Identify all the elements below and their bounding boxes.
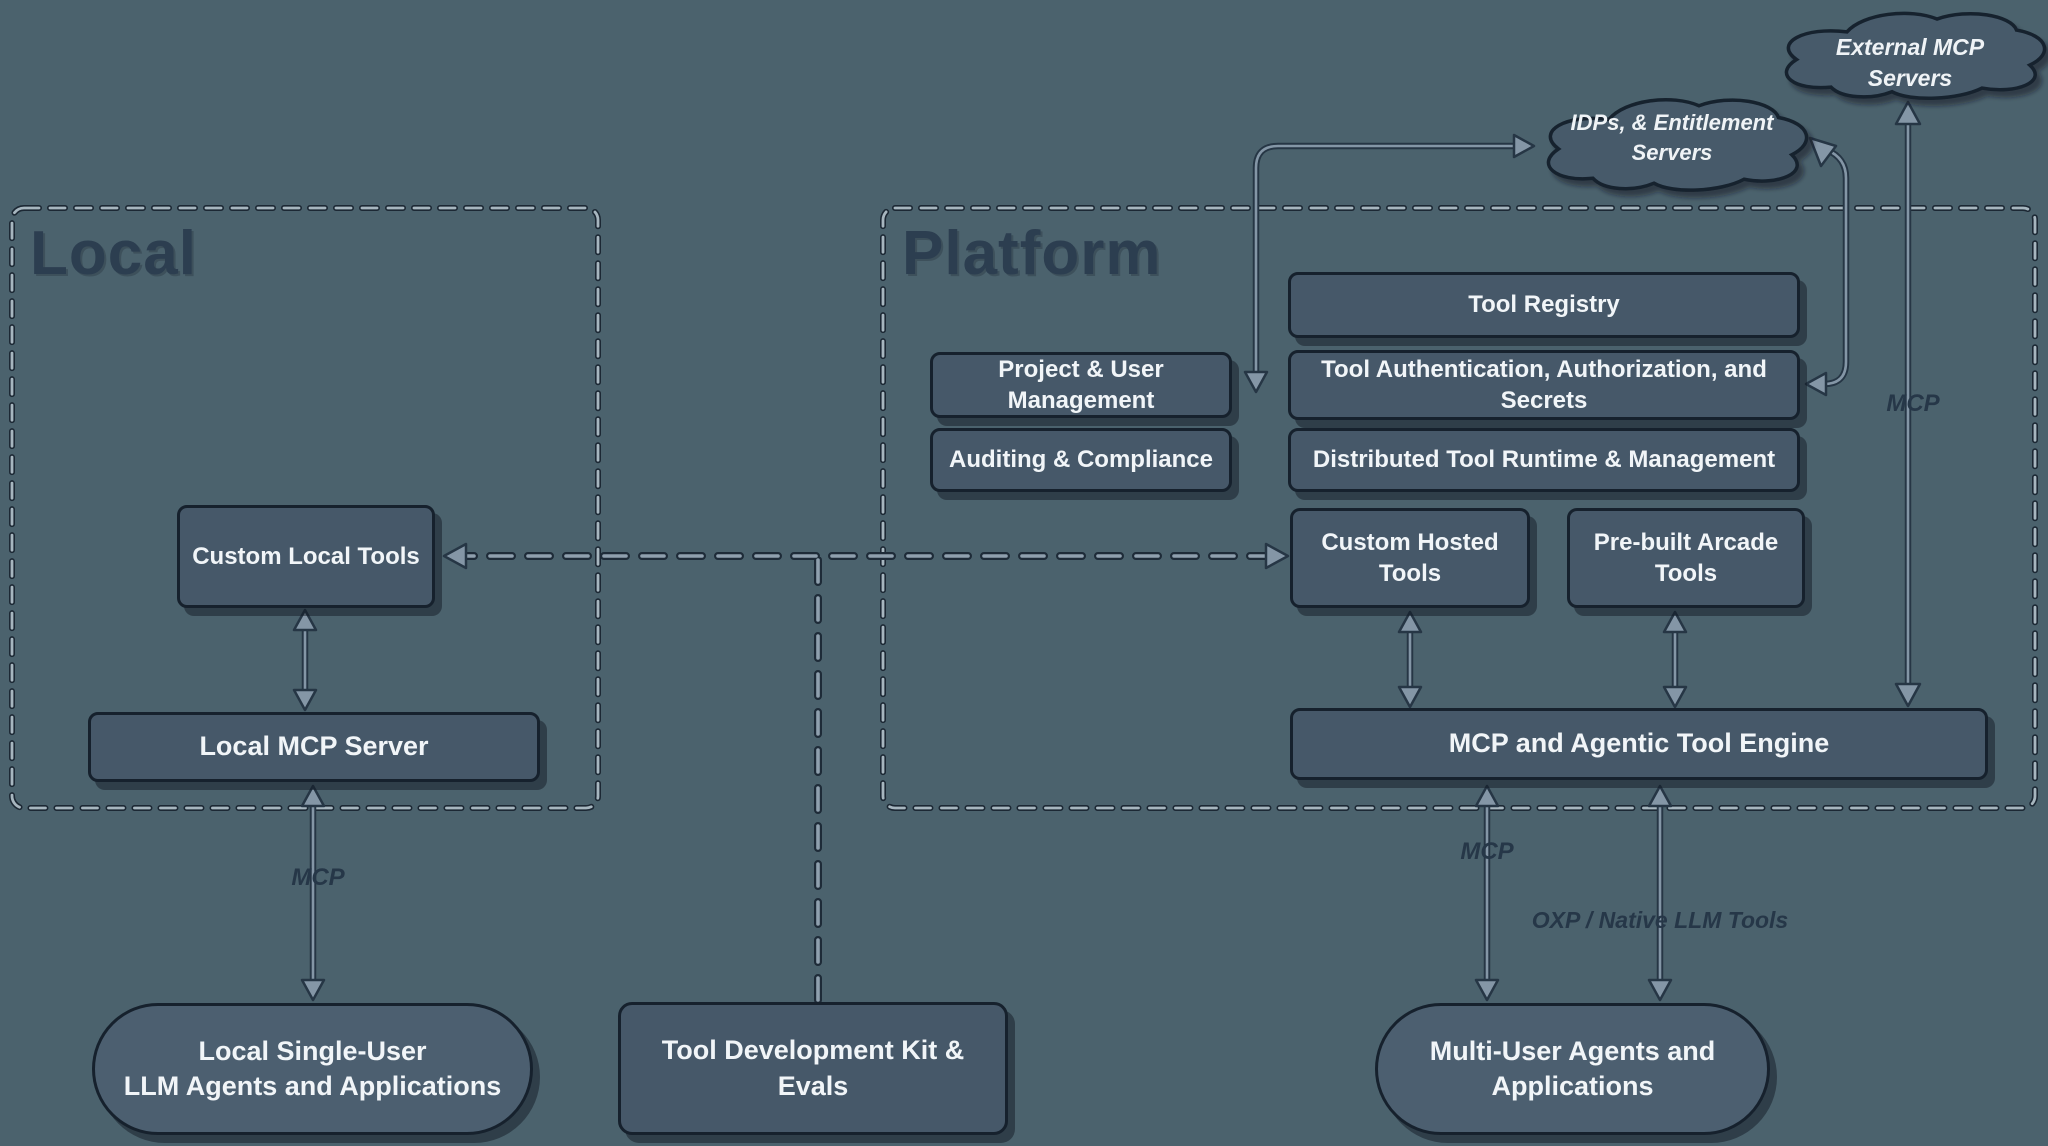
- arrow-engine-to-multiuser-mcp: [1474, 784, 1500, 1002]
- local-region-border: [9, 205, 601, 811]
- node-custom-hosted-tools: Custom Hosted Tools: [1290, 508, 1530, 608]
- node-mcp-agentic-tool-engine: MCP and Agentic Tool Engine: [1290, 708, 1988, 780]
- node-tool-authentication: Tool Authentication, Authorization, and …: [1288, 350, 1800, 420]
- arrow-custom-local-to-local-mcp: [292, 608, 318, 712]
- dashed-connector-local-hosted-tdk: [442, 542, 1290, 1006]
- node-local-mcp-server: Local MCP Server: [88, 712, 540, 782]
- arrow-local-mcp-to-local-agents: [300, 784, 326, 1002]
- node-distributed-runtime: Distributed Tool Runtime & Management: [1288, 428, 1800, 492]
- local-region-title: Local: [30, 219, 197, 288]
- arrow-custom-hosted-to-engine: [1397, 610, 1423, 709]
- external-mcp-cloud-label: External MCP Servers: [1835, 34, 1985, 92]
- node-custom-local-tools: Custom Local Tools: [177, 505, 435, 608]
- platform-region-border: [880, 205, 2038, 811]
- edge-label-mcp-external: MCP: [1886, 390, 1940, 417]
- idps-cloud: [1548, 100, 1806, 190]
- node-multi-user-agents: Multi-User Agents and Applications: [1375, 1003, 1770, 1135]
- edge-label-mcp-local: MCP: [291, 864, 345, 891]
- node-local-single-user-agents: Local Single-User LLM Agents and Applica…: [92, 1003, 533, 1135]
- platform-region-title: Platform: [902, 219, 1162, 288]
- node-tool-registry: Tool Registry: [1288, 272, 1800, 338]
- node-tool-development-kit: Tool Development Kit & Evals: [618, 1002, 1008, 1135]
- edge-label-oxp-native: OXP / Native LLM Tools: [1531, 907, 1789, 933]
- edge-label-mcp-engine: MCP: [1460, 838, 1514, 865]
- external-mcp-cloud: [1786, 13, 2044, 98]
- idps-cloud-label: IDPs, & Entitlement Servers: [1570, 110, 1774, 165]
- arrow-engine-to-external-cloud: [1894, 100, 1922, 708]
- arrow-tool-auth-to-idps: [1804, 136, 1850, 397]
- arrow-engine-to-multiuser-oxp: [1647, 784, 1673, 1002]
- node-prebuilt-arcade-tools: Pre-built Arcade Tools: [1567, 508, 1805, 608]
- node-auditing-compliance: Auditing & Compliance: [930, 428, 1232, 492]
- arrow-project-user-to-idps: [1243, 133, 1536, 394]
- arrow-prebuilt-to-engine: [1662, 610, 1688, 709]
- node-project-user-management: Project & User Management: [930, 352, 1232, 418]
